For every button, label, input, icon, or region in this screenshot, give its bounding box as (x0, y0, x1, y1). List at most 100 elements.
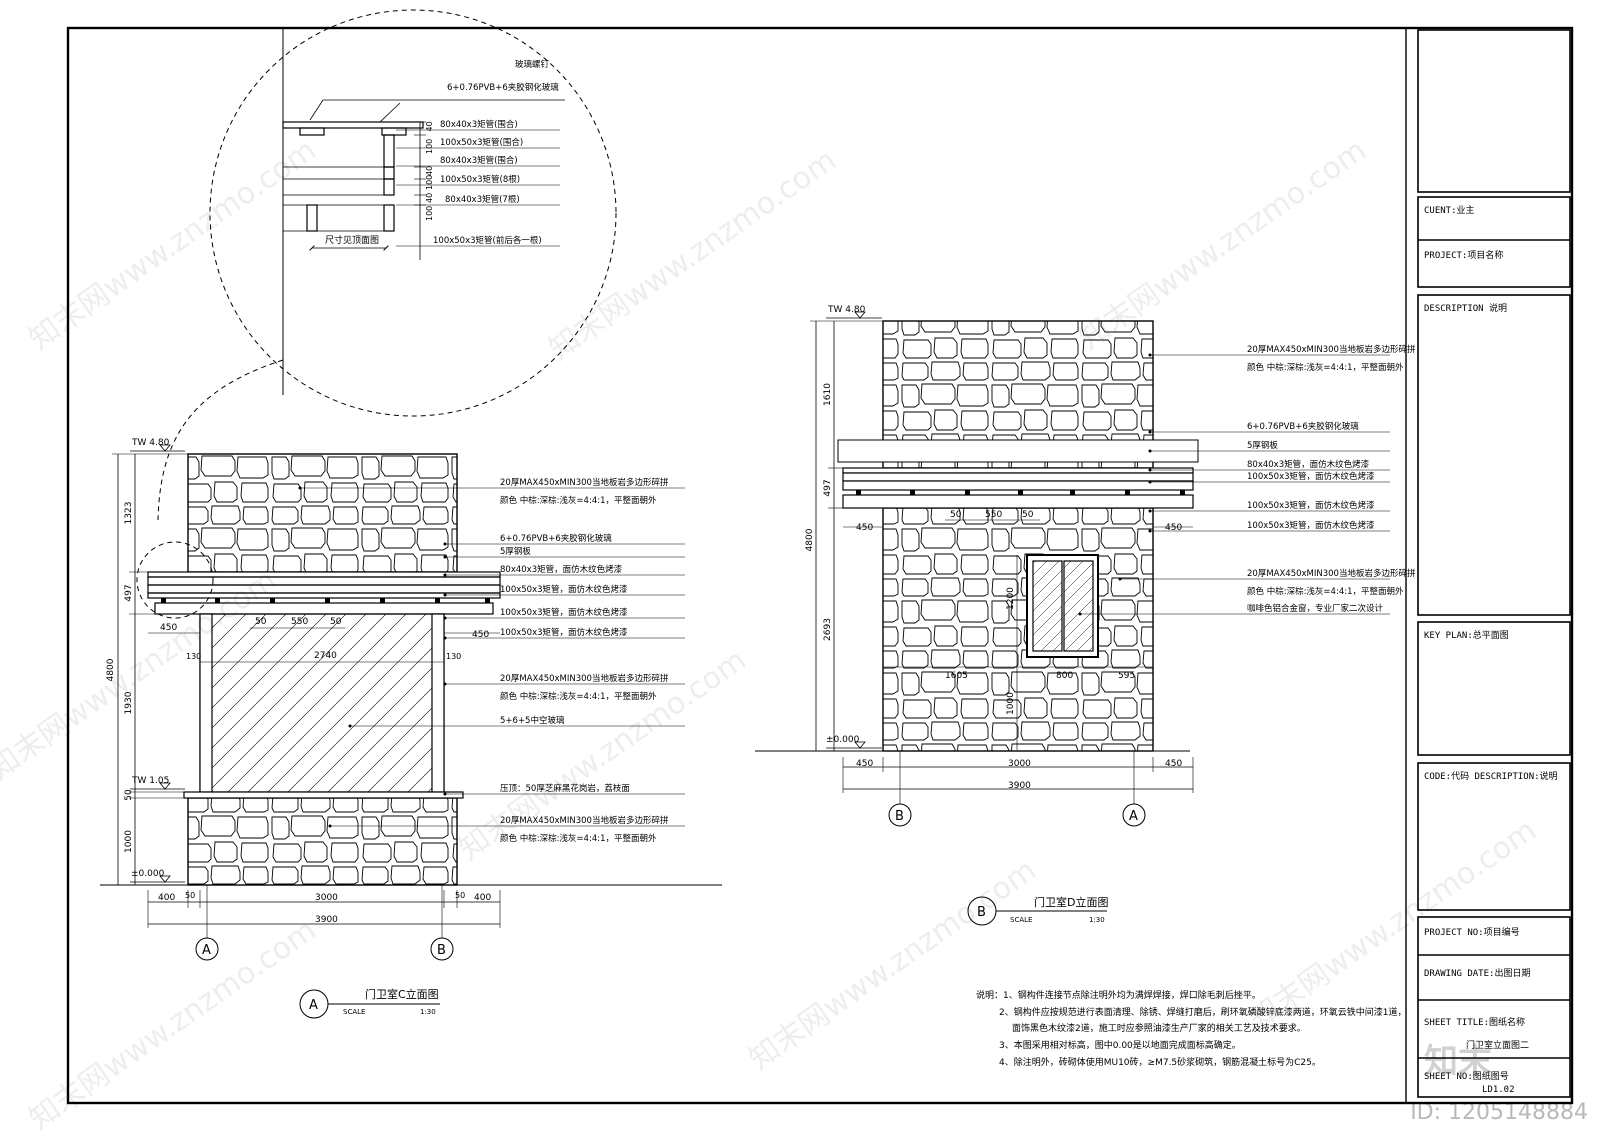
tb-drawing-date: DRAWING DATE:出图日期 (1424, 969, 1531, 979)
leader-dot (443, 593, 447, 597)
elev-a-scale: 1:30 (420, 1008, 436, 1016)
material-label: 5厚钢板 (1247, 440, 1278, 451)
tb-sheet-no: SHEET NO:图纸图号 (1424, 1072, 1509, 1082)
elev-a-overhang-right: 450 (472, 630, 489, 640)
material-label: 20厚MAX450xMIN300当地板岩多边形碎拼 (1247, 568, 1416, 579)
leader-dot (1078, 612, 1082, 616)
vertical-dim-label: 1000 (124, 830, 134, 853)
elev-b-bottom-3: 450 (1165, 759, 1182, 769)
tb-key-plan: KEY PLAN:总平面图 (1424, 631, 1509, 641)
elev-b-win-dim-2: 800 (1056, 671, 1073, 681)
material-label: 颜色 中棕:深棕:浅灰=4:4:1，平整面朝外 (500, 691, 657, 702)
leader-dot (1118, 577, 1122, 581)
elev-b-axis-left: B (895, 809, 904, 824)
elev-a-bottom-total: 3900 (315, 915, 338, 925)
elev-b-span-1: 50 (950, 510, 962, 520)
material-label: 颜色 中棕:深棕:浅灰=4:4:1，平整面朝外 (500, 495, 657, 506)
leader-dot (443, 573, 447, 577)
elev-b-scale-label: SCALE (1010, 916, 1032, 924)
material-label: 6+0.76PVB+6夹胶钢化玻璃 (500, 533, 612, 544)
leader-dot (348, 724, 352, 728)
leader-dot (443, 636, 447, 640)
vertical-dim-label: 2693 (823, 618, 833, 641)
elev-a-title: 门卫室C立面图 (365, 987, 439, 1001)
elev-a-span-1: 50 (255, 617, 267, 627)
elevation-a: TW 4.80 TW 1.05 ±0.000 450 450 50 550 50… (100, 438, 722, 1019)
elev-b-window-h: 1200 (1006, 587, 1016, 610)
material-label: 100x50x3矩管，面仿木纹色烤漆 (1247, 520, 1375, 531)
detail-dim-label: 40 (425, 121, 434, 131)
material-label: 颜色 中棕:深棕:浅灰=4:4:1，平整面朝外 (1247, 586, 1404, 597)
tb-description: DESCRIPTION 说明 (1424, 304, 1508, 314)
leader-dot (443, 542, 447, 546)
leader-dot (443, 555, 447, 559)
note-1: 说明：1、钢构件连接节点除注明外均为满焊焊接，焊口除毛刺后挫平。 (976, 989, 1261, 1001)
note-4: 3、本图采用相对标高，图中0.00是以地面完成面标高确定。 (999, 1039, 1241, 1051)
leader-dot (1148, 480, 1152, 484)
vertical-dim-label: 497 (124, 584, 134, 601)
id-tag: ID: 1205148884 (1410, 1100, 1588, 1125)
leader-dot (1148, 529, 1152, 533)
material-label: 颜色 中棕:深棕:浅灰=4:4:1，平整面朝外 (1247, 362, 1404, 373)
material-label: 20厚MAX450xMIN300当地板岩多边形碎拼 (1247, 344, 1416, 355)
elev-b-overhang-left: 450 (856, 523, 873, 533)
material-label: 压顶：50厚芝麻黑花岗岩，荔枝面 (500, 783, 630, 794)
material-label: 20厚MAX450xMIN300当地板岩多边形碎拼 (500, 673, 669, 684)
elev-a-tw-top: TW 4.80 (131, 438, 170, 448)
leader-dot (1148, 430, 1152, 434)
vertical-dim-total: 4800 (106, 658, 116, 681)
vertical-dim-label: 1930 (124, 691, 134, 714)
tb-project: PROJECT:项目名称 (1424, 251, 1504, 261)
material-label: 20厚MAX450xMIN300当地板岩多边形碎拼 (500, 477, 669, 488)
elev-b-title-circle: B (977, 905, 986, 920)
material-label: 20厚MAX450xMIN300当地板岩多边形碎拼 (500, 815, 669, 826)
elev-b-overhang-right: 450 (1165, 523, 1182, 533)
elev-b-sill-h: 1000 (1006, 692, 1016, 715)
leader-dot (1148, 353, 1152, 357)
material-label: 100x50x3矩管，面仿木纹色烤漆 (1247, 471, 1375, 482)
material-label: 80x40x3矩管，面仿木纹色烤漆 (500, 564, 623, 575)
leader-dot (328, 824, 332, 828)
elev-a-overhang-left: 450 (160, 623, 177, 633)
elev-a-bottom-5: 400 (474, 893, 491, 903)
detail-note: 尺寸见顶面图 (325, 234, 379, 246)
elev-a-title-circle: A (309, 998, 318, 1013)
leader-dot (443, 616, 447, 620)
elev-a-ground: ±0.000 (131, 869, 165, 879)
detail-dim-label: 100 (425, 139, 434, 154)
material-label: 100x50x3矩管，面仿木纹色烤漆 (1247, 500, 1375, 511)
leader-dot (298, 486, 302, 490)
detail-dim-label: 40 (425, 193, 434, 203)
elev-a-axis-left: A (202, 943, 211, 958)
detail-label: 80x40x3矩管(围合) (440, 155, 518, 166)
material-label: 5+6+5中空玻璃 (500, 715, 565, 726)
elev-a-bottom-2: 50 (185, 891, 195, 900)
elev-b-span-2: 550 (985, 510, 1002, 520)
elev-a-glass-width: 2740 (314, 651, 337, 661)
material-label: 咖啡色铝合金窗，专业厂家二次设计 (1247, 603, 1384, 614)
material-label: 6+0.76PVB+6夹胶钢化玻璃 (1247, 421, 1359, 432)
vertical-dim-label: 1323 (124, 502, 134, 525)
tb-sheet-title: SHEET TITLE:图纸名称 (1424, 1018, 1526, 1028)
elev-b-span-3: 50 (1022, 510, 1034, 520)
elev-b-bottom-total: 3900 (1008, 781, 1031, 791)
tb-code: CODE:代码 DESCRIPTION:说明 (1424, 772, 1558, 782)
elev-b-scale: 1:30 (1089, 916, 1105, 924)
detail-dim-label: 40 (425, 166, 434, 176)
elev-a-glass-margin-l: 130 (186, 652, 201, 661)
elev-b-win-dim-3: 595 (1118, 671, 1135, 681)
elev-b-ground: ±0.000 (826, 735, 860, 745)
detail-dim-label: 100 (425, 206, 434, 221)
leader-dot (1148, 468, 1152, 472)
elev-b-axis-right: A (1129, 809, 1138, 824)
elev-b-bottom-1: 450 (856, 759, 873, 769)
detail-label: 80x40x3矩管(7根) (445, 194, 520, 205)
detail-label: 80x40x3矩管(围合) (440, 119, 518, 130)
material-label: 100x50x3矩管，面仿木纹色烤漆 (500, 607, 628, 618)
material-label: 80x40x3矩管，面仿木纹色烤漆 (1247, 459, 1370, 470)
elev-a-scale-label: SCALE (343, 1008, 365, 1016)
leader-dot (443, 792, 447, 796)
